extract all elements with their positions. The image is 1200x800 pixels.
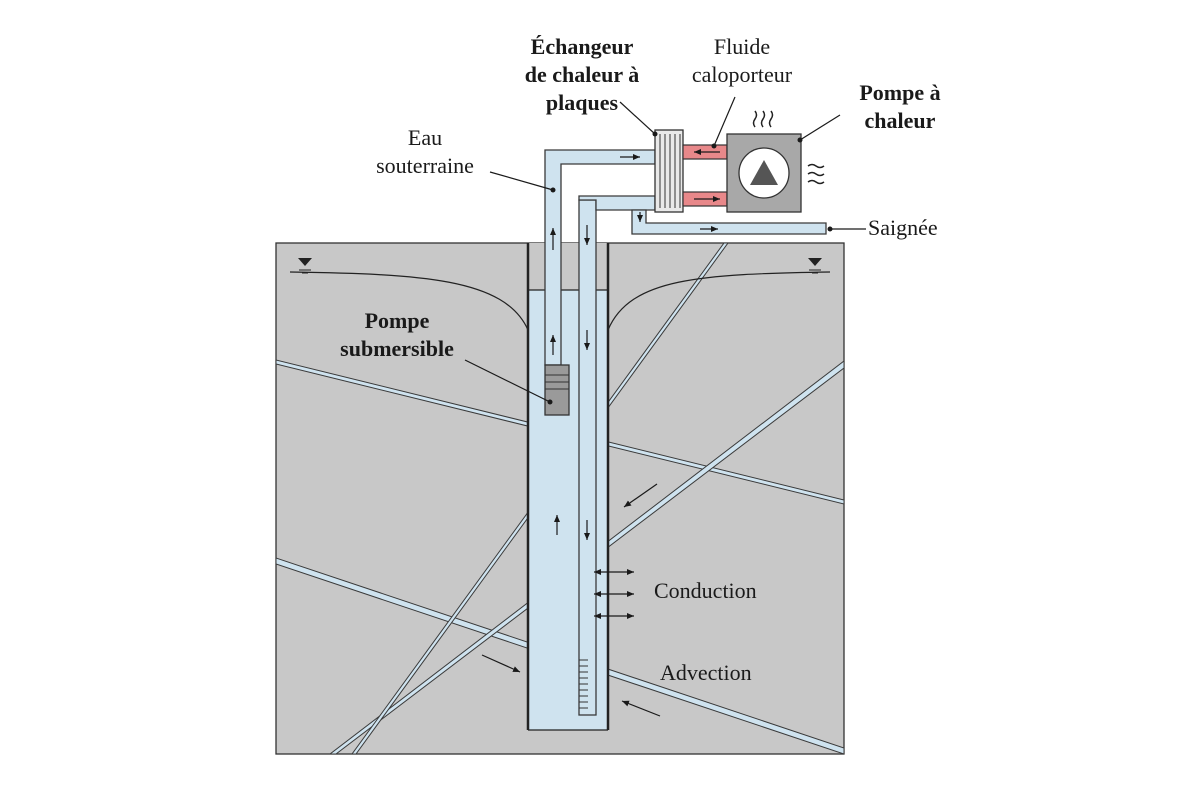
submersible-pump xyxy=(544,364,570,416)
label-bleed: Saignée xyxy=(868,215,938,240)
pipe-screen xyxy=(579,659,588,709)
water-table-curve xyxy=(289,271,529,331)
label-sub-pump-2: submersible xyxy=(340,336,454,361)
heat-waves-icon xyxy=(752,110,825,185)
heat-pump xyxy=(726,133,802,213)
label-fluid-2: caloporteur xyxy=(692,62,793,87)
water-table-marker-left xyxy=(298,258,312,274)
plate-heat-exchanger xyxy=(654,129,684,213)
label-heat-pump-2: chaleur xyxy=(865,108,936,133)
label-fluid-1: Fluide xyxy=(714,34,770,59)
advection-arrows xyxy=(481,483,661,717)
label-exchanger-1: Échangeur xyxy=(531,34,634,59)
label-groundwater-1: Eau xyxy=(408,125,442,150)
label-sub-pump-1: Pompe xyxy=(365,308,430,333)
leader-lines xyxy=(464,96,866,405)
label-conduction: Conduction xyxy=(654,578,757,603)
water-table-curve-right xyxy=(607,271,831,331)
label-heat-pump-1: Pompe à xyxy=(859,80,940,105)
label-groundwater-2: souterraine xyxy=(376,153,474,178)
label-advection: Advection xyxy=(660,660,752,685)
bleed-pipe xyxy=(631,209,827,235)
label-exchanger-2: de chaleur à xyxy=(525,62,639,87)
label-exchanger-3: plaques xyxy=(546,90,619,115)
water-table-marker-right xyxy=(808,258,822,274)
return-pipe-in-well xyxy=(578,199,597,716)
conduction-arrows xyxy=(594,569,634,619)
flow-arrows xyxy=(550,154,718,540)
